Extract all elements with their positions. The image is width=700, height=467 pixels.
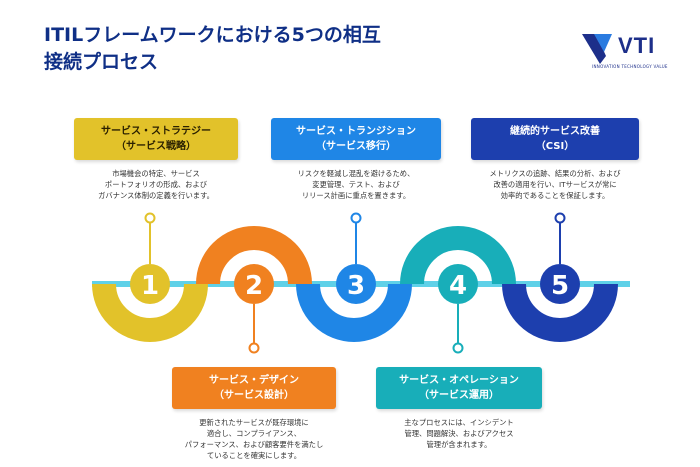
stage-3-desc-line: リスクを軽減し混乱を避けるため、 (297, 169, 415, 178)
node-4 (438, 264, 478, 304)
stem-dot-3 (350, 212, 362, 224)
node-number-3: 3 (347, 271, 365, 301)
stage-4-title: サービス・オペレーション (399, 375, 519, 386)
arc-2 (196, 226, 312, 285)
stage-4-subtitle: （サービス運用） (419, 390, 499, 401)
stage-1-desc-line: ポートフォリオの形成、および (104, 180, 208, 189)
stage-4-box: サービス・オペレーション （サービス運用） (376, 367, 542, 409)
stage-5-subtitle: （CSI） (535, 141, 575, 152)
stage-3-description: リスクを軽減し混乱を避けるため、 変更管理、テスト、および リリース計画に重点を… (271, 168, 441, 201)
arc-1 (92, 283, 208, 342)
stage-3-desc-line: 変更管理、テスト、および (312, 180, 400, 189)
stage-2-subtitle: （サービス設計） (214, 390, 294, 401)
vti-logo-icon (582, 34, 612, 64)
stage-3-title: サービス・トランジション (296, 126, 416, 137)
stage-4-description: 主なプロセスには、インシデント 管理、問題解決、およびアクセス 管理が含まれます… (376, 417, 542, 450)
stem-dot-5 (554, 212, 566, 224)
stage-4-desc-line: 管理、問題解決、およびアクセス (404, 429, 514, 438)
node-number-4: 4 (449, 271, 467, 301)
stage-5-desc-line: 効率的であることを保証します。 (500, 191, 610, 200)
stage-1-subtitle: （サービス戦略） (116, 141, 196, 152)
stage-2-description: 更新されたサービスが既存環境に 適合し、コンプライアンス、 パフォーマンス、およ… (164, 417, 344, 461)
arc-3 (296, 283, 412, 342)
stem-dot-2 (248, 342, 260, 354)
stem-dot-4 (452, 342, 464, 354)
stage-2-desc-line: ていることを確実にします。 (206, 451, 302, 460)
stage-2-desc-line: 更新されたサービスが既存環境に (199, 418, 309, 427)
stage-5-description: メトリクスの追跡、結果の分析、および 改善の適用を行い、ITサービスが常に 効率… (466, 168, 644, 201)
arc-4 (400, 226, 516, 285)
stage-5-box: 継続的サービス改善 （CSI） (471, 118, 639, 160)
stage-4-desc-line: 管理が含まれます。 (426, 440, 492, 449)
stage-1-description: 市場機会の特定、サービス ポートフォリオの形成、および ガバナンス体制の定義を行… (74, 168, 238, 201)
arc-5 (502, 283, 618, 342)
logo-text: VTI (618, 33, 656, 58)
stage-1-title: サービス・ストラテジー (101, 126, 211, 137)
stage-1-desc-line: ガバナンス体制の定義を行います。 (98, 191, 214, 200)
stage-3-subtitle: （サービス移行） (316, 141, 396, 152)
node-1 (130, 264, 170, 304)
logo-tagline: INNOVATION TECHNOLOGY VALUE (592, 64, 668, 69)
stage-5-desc-line: 改善の適用を行い、ITサービスが常に (493, 180, 617, 189)
stage-2-box: サービス・デザイン （サービス設計） (172, 367, 336, 409)
node-number-5: 5 (551, 271, 569, 301)
stage-3-box: サービス・トランジション （サービス移行） (271, 118, 441, 160)
stage-2-title: サービス・デザイン (209, 375, 299, 386)
page-title: ITILフレームワークにおける5つの相互 接続プロセス (44, 22, 444, 76)
stem-dot-1 (144, 212, 156, 224)
stage-5-title: 継続的サービス改善 (510, 126, 600, 137)
stage-5-desc-line: メトリクスの追跡、結果の分析、および (489, 169, 621, 178)
title-line-1: ITILフレームワークにおける5つの相互 (44, 24, 381, 46)
node-5 (540, 264, 580, 304)
stage-2-desc-line: パフォーマンス、および顧客要件を満たし (184, 440, 324, 449)
stage-1-desc-line: 市場機会の特定、サービス (112, 169, 200, 178)
node-2 (234, 264, 274, 304)
stage-3-desc-line: リリース計画に重点を置きます。 (301, 191, 411, 200)
stage-2-desc-line: 適合し、コンプライアンス、 (206, 429, 302, 438)
title-line-2: 接続プロセス (44, 51, 159, 73)
stage-4-desc-line: 主なプロセスには、インシデント (404, 418, 514, 427)
node-number-2: 2 (245, 271, 263, 301)
stage-1-box: サービス・ストラテジー （サービス戦略） (74, 118, 238, 160)
node-number-1: 1 (141, 271, 159, 301)
node-3 (336, 264, 376, 304)
